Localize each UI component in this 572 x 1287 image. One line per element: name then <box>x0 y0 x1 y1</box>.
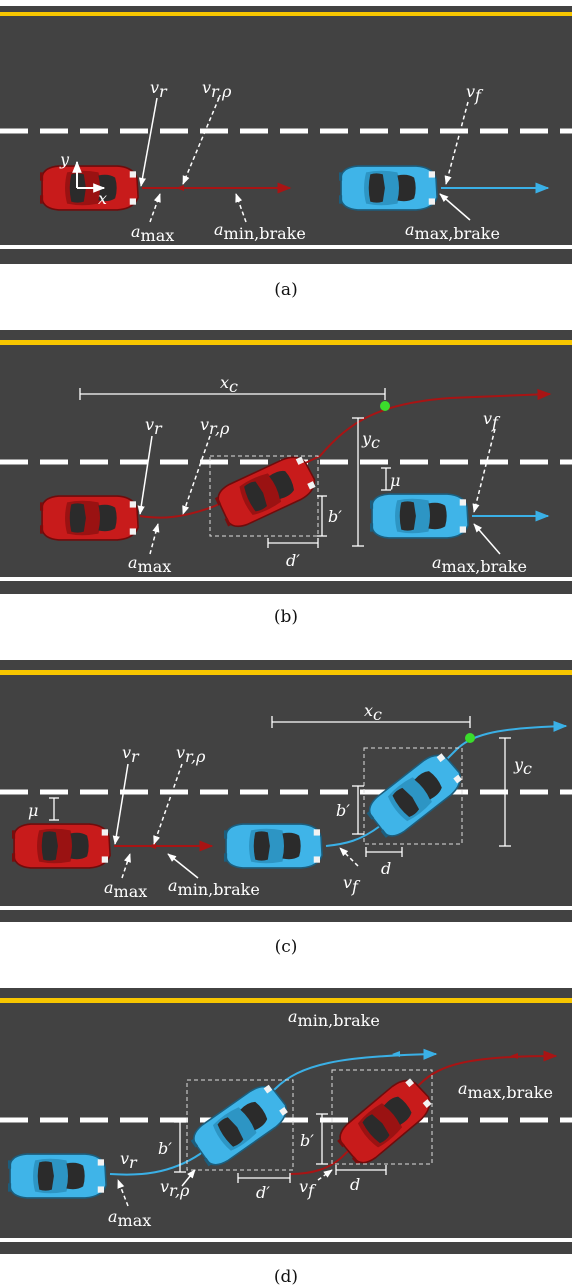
label-b-prime-red: b′ <box>300 1131 314 1150</box>
label-amax: amax <box>108 1207 151 1230</box>
labels-d: amin,brake amax,brake vr vr,ρ vf amax b′… <box>108 1007 553 1230</box>
label-b-prime-blue: b′ <box>158 1139 172 1158</box>
label-amax: amax <box>128 553 171 576</box>
labels-a: y x vr vr,ρ vf amax amin,brake amax,brak… <box>59 78 500 245</box>
white-edge-line <box>0 577 572 581</box>
axis-y-label: y <box>59 150 70 169</box>
road-b <box>0 330 572 594</box>
label-d: d <box>381 859 391 878</box>
caption-c: (c) <box>274 937 298 957</box>
yellow-lane-line <box>0 998 572 1003</box>
label-xc: xc <box>220 373 238 396</box>
lane-change-point-marker <box>465 733 475 743</box>
caption-a: (a) <box>274 280 298 300</box>
axis-x-label: x <box>98 189 107 208</box>
label-vf: vf <box>299 1177 317 1200</box>
panel-a: y x vr vr,ρ vf amax amin,brake amax,brak… <box>0 0 572 300</box>
label-b-prime: b′ <box>328 507 342 526</box>
caption-b: (b) <box>273 607 299 627</box>
label-vrp: vr,ρ <box>202 78 232 101</box>
panel-d: amin,brake amax,brake vr vr,ρ vf amax b′… <box>0 984 572 1287</box>
label-d-prime: d′ <box>256 1183 270 1202</box>
label-d-prime: d′ <box>286 551 300 570</box>
label-vr: vr <box>122 743 140 766</box>
lane-change-point-marker <box>380 401 390 411</box>
label-vrp: vr,ρ <box>200 415 230 438</box>
label-mu: μ <box>28 801 38 820</box>
label-amax-brake: amax,brake <box>458 1079 553 1102</box>
label-vr: vr <box>145 415 163 438</box>
label-vr: vr <box>150 78 168 101</box>
label-amax: amax <box>104 878 147 901</box>
label-vf: vf <box>343 873 361 896</box>
label-amax-brake: amax,brake <box>432 553 527 576</box>
road-c <box>0 660 572 922</box>
label-amax: amax <box>131 222 174 245</box>
label-amin-brake: amin,brake <box>168 876 260 899</box>
panel-c: xc yc vr vr,ρ μ b′ d vf amax amin,brake … <box>0 656 572 957</box>
bounding-box-blue <box>186 1079 294 1171</box>
label-d: d <box>350 1175 360 1194</box>
road-a <box>0 6 572 264</box>
yellow-lane-line <box>0 670 572 675</box>
panel-b: xc yc vr vr,ρ vf μ b′ d′ amax amax,brake… <box>0 326 572 627</box>
label-vr: vr <box>120 1149 138 1172</box>
label-mu: μ <box>390 471 400 490</box>
label-vf: vf <box>483 409 501 432</box>
label-yc: yc <box>513 755 532 778</box>
label-yc: yc <box>361 429 380 452</box>
label-vrp: vr,ρ <box>160 1177 190 1200</box>
blue-trajectory <box>325 720 568 847</box>
labels-b: xc yc vr vr,ρ vf μ b′ d′ amax amax,brake <box>128 373 527 576</box>
label-vrp: vr,ρ <box>176 743 206 766</box>
bounding-box <box>363 747 463 845</box>
label-amin-brake: amin,brake <box>288 1007 380 1030</box>
red-trajectory <box>139 388 552 519</box>
white-edge-line <box>0 245 572 249</box>
yellow-lane-line <box>0 340 572 345</box>
label-xc: xc <box>364 701 382 724</box>
yellow-lane-line <box>0 12 572 16</box>
label-amax-brake: amax,brake <box>405 220 500 243</box>
label-b-prime: b′ <box>336 801 350 820</box>
red-trajectory <box>289 1050 558 1175</box>
road-d <box>0 988 572 1254</box>
label-amin-brake: amin,brake <box>214 220 306 243</box>
white-edge-line <box>0 1238 572 1242</box>
label-vf: vf <box>466 82 484 105</box>
caption-d: (d) <box>273 1267 299 1287</box>
white-edge-line <box>0 906 572 910</box>
labels-c: xc yc vr vr,ρ μ b′ d vf amax amin,brake <box>28 701 532 901</box>
blue-trajectory <box>109 1048 438 1176</box>
bounding-box-red <box>331 1069 433 1165</box>
